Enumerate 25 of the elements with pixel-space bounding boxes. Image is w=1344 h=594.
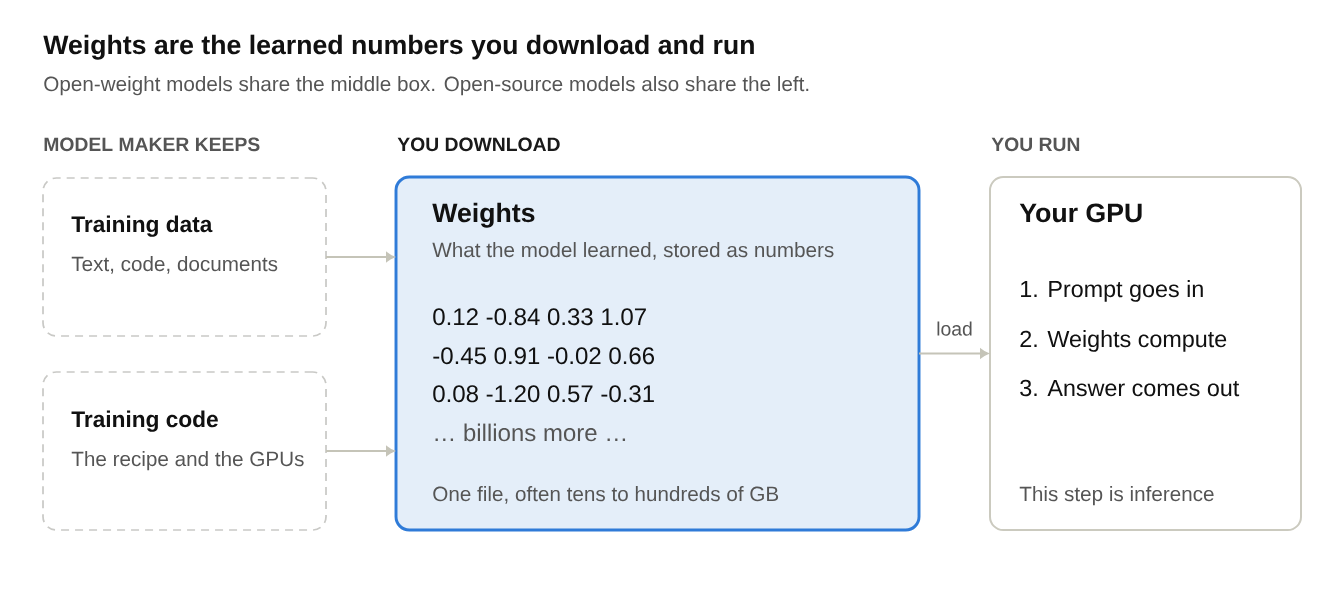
arrow [325,252,395,262]
column-heading: MODEL MAKER KEEPS [44,137,260,152]
title: Weights are the learned numbers you download and run [43,34,754,60]
column-heading: YOU DOWNLOAD [397,137,560,152]
number-row: -0.45 0.91 -0.02 0.66 [433,347,654,365]
heading: Weights [432,202,535,228]
note: One file, often tens to hundreds of GB [433,486,779,504]
list-item: 3. Answer comes out [1020,379,1240,397]
arrow [325,446,395,456]
description: What the model learned, stored as numbers [432,242,834,260]
description: Text, code, documents [71,256,278,274]
heading: Training code [71,410,218,432]
number-row: 0.12 -0.84 0.33 1.07 [433,308,646,326]
list-item: 1. Prompt goes in [1021,280,1203,302]
description: The recipe and the GPUs [71,451,304,471]
number-row: 0.08 -1.20 0.57 -0.31 [433,385,654,403]
subtitle: Open-weight models share the middle box. Open-source models also share the left. [44,76,809,96]
column-heading: YOU RUN [991,137,1080,152]
list-item: 2. Weights compute [1020,330,1227,352]
arrow [918,348,989,359]
note: This step is inference [1019,486,1214,506]
edge-label: load [934,320,975,338]
ellipsis-text: … billions more … [435,423,626,442]
heading: Your GPU [1019,203,1142,223]
heading: Training data [71,215,213,237]
